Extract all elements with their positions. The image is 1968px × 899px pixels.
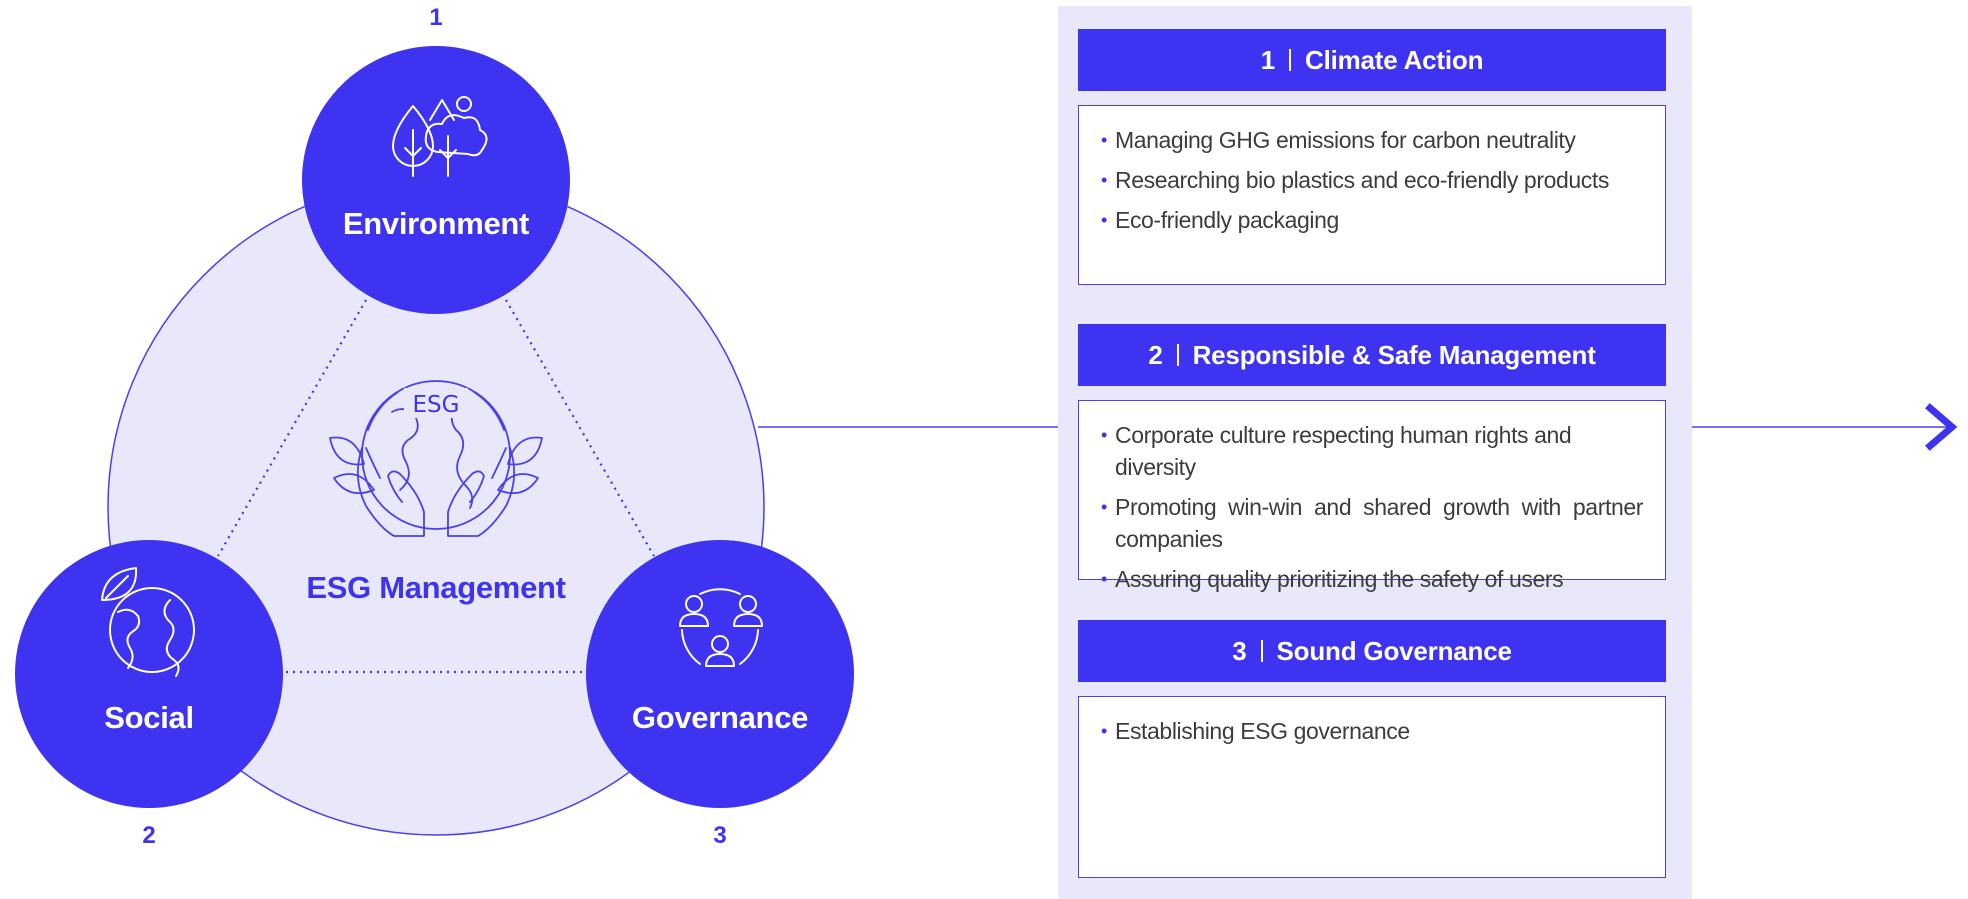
globe-leaf-icon	[101, 567, 195, 677]
bullet-icon: •	[1101, 721, 1107, 741]
section-2-title: Responsible & Safe Management	[1192, 339, 1596, 370]
trees-icon	[392, 96, 488, 177]
section-3-box: •Establishing ESG governance	[1078, 696, 1666, 878]
list-item: •Eco-friendly packaging	[1101, 204, 1643, 236]
social-title: Social	[104, 700, 194, 735]
section-2-separator	[1176, 344, 1179, 366]
section-2-header: 2 Responsible & Safe Management	[1078, 324, 1666, 386]
section-1-header: 1 Climate Action	[1078, 29, 1666, 91]
list-item: •Promoting win-win and shared growth wit…	[1101, 491, 1643, 555]
environment-circle	[302, 46, 570, 314]
section-2-list: •Corporate culture respecting human righ…	[1079, 401, 1665, 595]
section-2-box: •Corporate culture respecting human righ…	[1078, 400, 1666, 592]
bullet-icon: •	[1101, 497, 1107, 517]
list-item: •Assuring quality prioritizing the safet…	[1101, 563, 1643, 595]
section-1-list: •Managing GHG emissions for carbon neutr…	[1079, 106, 1665, 236]
environment-title: Environment	[342, 206, 530, 241]
esg-hands-globe-icon	[329, 380, 543, 537]
bullet-icon: •	[1101, 425, 1107, 445]
section-1-title: Climate Action	[1305, 44, 1484, 75]
section-3-title: Sound Governance	[1276, 635, 1512, 666]
dotted-edge-env-gov	[505, 299, 655, 557]
section-1-box: •Managing GHG emissions for carbon neutr…	[1078, 105, 1666, 285]
section-3-list: •Establishing ESG governance	[1079, 697, 1665, 747]
section-3-number: 3	[1232, 635, 1247, 666]
list-item: •Corporate culture respecting human righ…	[1101, 419, 1643, 483]
list-item: •Researching bio plastics and eco-friend…	[1101, 164, 1643, 196]
section-1-number: 1	[1260, 44, 1275, 75]
esg-management-title: ESG Management	[306, 570, 566, 605]
governance-title: Governance	[631, 700, 809, 735]
esg-badge-bg	[404, 388, 468, 418]
esg-badge-text: ESG	[413, 392, 460, 418]
section-3-header: 3 Sound Governance	[1078, 620, 1666, 682]
section-3-separator	[1260, 640, 1263, 662]
people-network-icon	[679, 588, 763, 667]
list-item: •Managing GHG emissions for carbon neutr…	[1101, 124, 1643, 156]
chevron-right-icon	[1925, 403, 1958, 451]
esg-sections-panel: 1 Climate Action •Managing GHG emissions…	[1058, 6, 1692, 899]
environment-number: 1	[429, 4, 443, 31]
section-2-number: 2	[1148, 339, 1163, 370]
social-number: 2	[142, 822, 156, 849]
governance-circle	[586, 540, 854, 808]
bullet-icon: •	[1101, 130, 1107, 150]
bullet-icon: •	[1101, 210, 1107, 230]
governance-number: 3	[713, 822, 727, 849]
section-1-separator	[1289, 49, 1291, 71]
bullet-icon: •	[1101, 569, 1107, 589]
list-item: •Establishing ESG governance	[1101, 715, 1643, 747]
dotted-edge-env-social	[217, 299, 367, 557]
bullet-icon: •	[1101, 170, 1107, 190]
social-circle	[15, 540, 283, 808]
